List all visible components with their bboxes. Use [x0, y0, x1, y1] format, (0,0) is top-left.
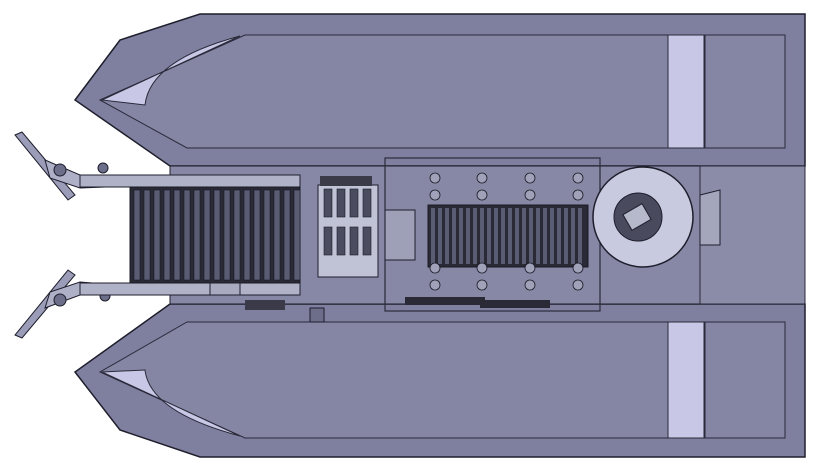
- spring: [362, 226, 372, 256]
- roller: [550, 208, 554, 264]
- spring: [336, 188, 346, 218]
- roller: [445, 208, 449, 264]
- pulley: [524, 279, 536, 291]
- upper-hull-stern-deck: [704, 34, 786, 149]
- roller: [578, 208, 582, 264]
- roller: [522, 208, 526, 264]
- lower-hull[interactable]: [73, 303, 806, 458]
- bracket-3: [309, 307, 325, 323]
- roller: [508, 208, 512, 264]
- lower-hull-bow-highlight: [101, 369, 241, 437]
- conveyor-slat: [253, 189, 261, 281]
- pulley: [524, 189, 536, 201]
- conveyor-slat: [233, 189, 241, 281]
- bracket-1: [209, 282, 241, 296]
- conveyor-slat: [283, 189, 291, 281]
- conveyor-slat: [133, 189, 141, 281]
- conveyor-slat: [273, 189, 281, 281]
- roller: [438, 208, 442, 264]
- roller: [529, 208, 533, 264]
- pulley: [429, 279, 441, 291]
- roller: [536, 208, 540, 264]
- upper-hull-stern-strip: [667, 34, 705, 149]
- rollers: [431, 208, 582, 264]
- pulley: [429, 172, 441, 184]
- conveyor-slat: [143, 189, 151, 281]
- conveyor-slats: [133, 189, 301, 281]
- rear-ramp: [699, 165, 806, 305]
- pulley: [476, 262, 488, 274]
- pulley: [476, 279, 488, 291]
- spring: [362, 188, 372, 218]
- pulley: [572, 172, 584, 184]
- conveyor-belt[interactable]: [79, 174, 301, 296]
- roller: [431, 208, 435, 264]
- roller: [571, 208, 575, 264]
- pulley: [429, 189, 441, 201]
- spring: [349, 188, 359, 218]
- bracket-2: [245, 300, 285, 310]
- bottom-rail-2: [480, 300, 550, 308]
- pulley: [572, 262, 584, 274]
- pulley: [572, 189, 584, 201]
- spring: [349, 226, 359, 256]
- roller: [557, 208, 561, 264]
- roller-module[interactable]: [384, 157, 601, 312]
- conveyor-slat: [203, 189, 211, 281]
- roller: [515, 208, 519, 264]
- conveyor-slat: [243, 189, 251, 281]
- roller: [459, 208, 463, 264]
- conveyor-slat: [183, 189, 191, 281]
- roller: [543, 208, 547, 264]
- roller: [473, 208, 477, 264]
- conveyor-bottom-rail: [79, 282, 301, 296]
- conveyor-slat: [263, 189, 271, 281]
- pulley: [429, 262, 441, 274]
- springs: [323, 188, 372, 256]
- lower-hull-stern-deck: [704, 321, 786, 439]
- spring: [323, 226, 333, 256]
- upper-hull[interactable]: [73, 13, 806, 167]
- roller: [501, 208, 505, 264]
- upper-arm-joint-2: [97, 162, 109, 174]
- spring-module[interactable]: [317, 176, 416, 278]
- roller: [452, 208, 456, 264]
- roller: [564, 208, 568, 264]
- conveyor-slat: [193, 189, 201, 281]
- roller: [480, 208, 484, 264]
- pulley: [524, 172, 536, 184]
- conveyor-slat: [173, 189, 181, 281]
- roller: [487, 208, 491, 264]
- pulley: [524, 262, 536, 274]
- pulley: [476, 189, 488, 201]
- spring: [323, 188, 333, 218]
- roller: [466, 208, 470, 264]
- conveyor-slat: [293, 189, 301, 281]
- roller: [494, 208, 498, 264]
- upper-arm-joint: [53, 163, 67, 177]
- conveyor-slat: [213, 189, 221, 281]
- spring-top-bar: [320, 176, 372, 186]
- pulley: [476, 172, 488, 184]
- pulley: [572, 279, 584, 291]
- bottom-rail: [405, 297, 485, 305]
- upper-hull-bow-highlight: [100, 35, 241, 106]
- collection-drum[interactable]: [592, 166, 721, 268]
- lower-arm-joint: [53, 293, 67, 307]
- lower-hull-deck: [98, 321, 706, 439]
- lower-hull-stern-strip: [667, 321, 705, 439]
- motor-box: [384, 209, 416, 261]
- conveyor-slat: [163, 189, 171, 281]
- conveyor-slat: [153, 189, 161, 281]
- drum-hub-block: [622, 203, 652, 231]
- pulleys: [429, 172, 584, 291]
- conveyor-top-rail: [79, 174, 301, 188]
- drum-chute: [699, 189, 721, 246]
- conveyor-slat: [223, 189, 231, 281]
- spring: [336, 226, 346, 256]
